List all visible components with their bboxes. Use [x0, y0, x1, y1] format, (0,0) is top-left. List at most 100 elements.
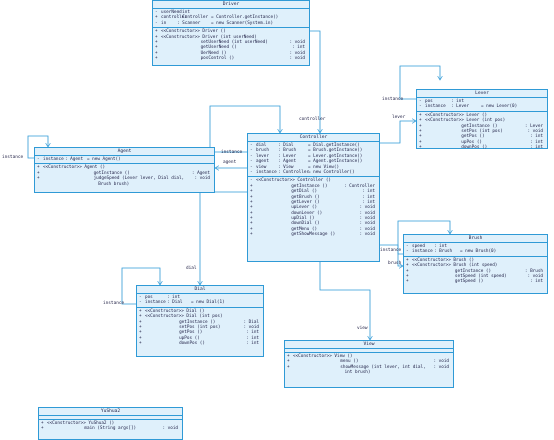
operation-row: -<<Constructor>> Controller () [250, 178, 377, 183]
operation-return-type [449, 370, 451, 375]
attribute-row: -instance: Dial= new Dial(1) [139, 300, 261, 305]
visibility: + [37, 165, 40, 171]
operation-row: +<<Constructor>> View () [287, 354, 451, 359]
operation-signature: <<Constructor>> Lever (int pos) [425, 118, 506, 124]
class-dial[interactable]: Dial-pos: int-instance: Dial= new Dial(1… [136, 285, 264, 357]
attribute-name: userNeed [161, 10, 182, 15]
operation-signature: menu () [340, 359, 359, 365]
attribute-initializer: = new Agent() [87, 157, 121, 162]
attribute-row: -instance: Lever= new Lever(0) [419, 104, 545, 109]
operation-return-type: : int [530, 139, 543, 145]
class-brush[interactable]: Brush-speed: int-instance: Brush= new Br… [403, 234, 548, 294]
visibility: + [419, 134, 422, 140]
visibility: + [406, 279, 409, 285]
class-controller[interactable]: Controller-dial: Dial= Dial.getInstance(… [247, 133, 380, 262]
attribute-row: -dial: Dial= Dial.getInstance() [250, 143, 377, 148]
visibility: + [250, 221, 253, 227]
operation-row: +judgeSpeed (Lever lever, Dial dial,: vo… [37, 176, 212, 181]
operation-return-type: : Dial [243, 319, 259, 325]
visibility: - [419, 104, 422, 110]
assoc-controller-dial [200, 191, 247, 285]
class-title: Brush [404, 235, 547, 243]
operation-row: int brush) [287, 370, 451, 375]
attribute-name: instance [412, 249, 433, 255]
operation-row: +getUserNeed (): int [155, 45, 307, 50]
operation-return-type: : void [359, 210, 375, 216]
operation-signature: getInstance () [461, 123, 498, 129]
attributes-section: -userNeed: int+controller: Controller= C… [153, 9, 309, 29]
attribute-name: speed [412, 244, 425, 249]
class-title: Controller [248, 134, 379, 142]
operation-row: +setSpeed (int speed): void [406, 274, 545, 279]
class-title: Driver [153, 1, 309, 9]
operation-signature: getInstance () [93, 170, 130, 176]
operation-row: +downPos (): int [419, 145, 545, 150]
visibility: + [139, 308, 142, 314]
visibility: + [287, 354, 290, 359]
attributes-section: -speed: int-instance: Brush= new Brush(0… [404, 243, 547, 257]
operation-return-type: : void [243, 324, 259, 330]
visibility: + [406, 257, 409, 263]
operation-return-type: : void [359, 216, 375, 222]
operation-signature: UerNeed () [200, 50, 227, 56]
attributes-section: -pos: int-instance: Lever= new Lever(0) [417, 98, 547, 112]
attribute-type: : Agent [278, 159, 297, 165]
operation-row: +<<Constructor>> Dial () [139, 309, 261, 314]
visibility: + [406, 273, 409, 279]
operations-section: +<<Constructor>> Driver ()+<<Constructor… [153, 28, 309, 62]
operation-signature: upLever () [291, 205, 318, 211]
self-agent [27, 135, 48, 159]
attribute-initializer: = Agent.getInstance() [308, 159, 363, 165]
visibility: + [41, 421, 44, 426]
attribute-initializer: = new Brush(0) [460, 249, 497, 255]
visibility: + [155, 50, 158, 56]
visibility: + [155, 34, 158, 40]
visibility: + [139, 314, 142, 320]
attributes-section: -dial: Dial= Dial.getInstance()-brush: B… [248, 142, 379, 178]
class-lever[interactable]: Lever-pos: int-instance: Lever= new Leve… [416, 89, 548, 150]
operation-signature: upPos () [461, 139, 482, 145]
visibility: + [250, 210, 253, 216]
operation-signature: getInstance () [454, 268, 492, 274]
class-agent[interactable]: Agent-instance: Agent= new Agent()+<<Con… [34, 147, 215, 193]
attribute-row: -pos: int [419, 99, 545, 104]
class-view[interactable]: View+<<Constructor>> View ()+menu (): vo… [284, 340, 454, 388]
visibility: + [155, 29, 158, 35]
operation-row: +upLever (): void [250, 205, 377, 210]
attribute-initializer: = Controller.getInstance() [211, 15, 279, 21]
operation-signature: downDial () [291, 221, 320, 227]
visibility: - [155, 10, 158, 15]
operation-return-type: : void [289, 56, 305, 62]
visibility: + [139, 341, 142, 347]
operation-row: +getInstance (): Lever [419, 124, 545, 129]
attribute-name: instance [145, 300, 166, 306]
assoc-controller-view [319, 262, 370, 340]
operations-section: +<<Constructor>> View ()+menu (): void+s… [285, 353, 453, 377]
operation-signature: <<Constructor>> Lever () [425, 112, 488, 118]
visibility: - [250, 178, 253, 184]
assoc-controller-brush [380, 244, 403, 266]
attribute-row: -lever: Lever= Lever.getInstance() [250, 154, 377, 159]
operation-return-type: : Brush [524, 268, 543, 274]
attribute-type: : int [167, 295, 180, 300]
visibility: + [419, 128, 422, 134]
attribute-type: : Scanner [177, 20, 201, 26]
visibility: + [41, 426, 44, 432]
operation-row: +getLever (): int [250, 200, 377, 205]
operation-signature: getDial () [291, 189, 318, 195]
label-dial: dial [186, 266, 197, 271]
class-yushua2[interactable]: YuShua2+<<Constructor>> YuShua2 ()+main … [38, 407, 183, 440]
attribute-type: : int [177, 10, 190, 15]
operation-row: +<<Constructor>> Dial (int pos) [139, 314, 261, 319]
attributes-section [285, 349, 453, 353]
operation-return-type: : Controller [343, 183, 375, 189]
visibility: + [419, 112, 422, 118]
operation-signature: getSpeed () [454, 279, 484, 285]
operation-row: +getPos (): int [139, 330, 261, 335]
visibility: + [250, 183, 253, 189]
operation-row: +<<Constructor>> Lever () [419, 113, 545, 118]
class-driver[interactable]: Driver-userNeed: int+controller: Control… [152, 0, 310, 66]
label-instance-controller: instance [221, 150, 243, 155]
attribute-row: -userNeed: int [155, 10, 307, 15]
operation-signature: getShowMessage () [291, 232, 336, 238]
